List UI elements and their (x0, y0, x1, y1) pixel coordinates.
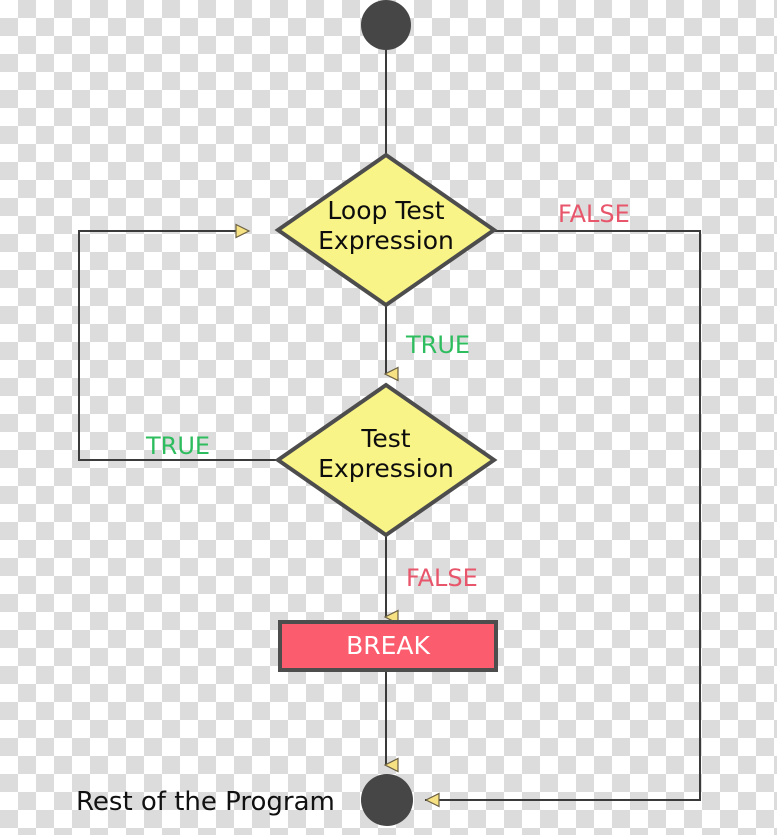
edge-label-false-test-expression: FALSE (406, 564, 478, 592)
edge-loop-test-false-to-end (424, 230, 701, 808)
edge-label-true-loop-test: TRUE (406, 331, 471, 359)
start-node (361, 0, 411, 50)
edge-label-true-test-expression: TRUE (146, 432, 211, 460)
edge-test-true-to-loop-test (78, 223, 278, 461)
edge-label-false-loop-test: FALSE (558, 200, 630, 228)
loop-test-expression-node[interactable] (274, 152, 498, 308)
test-expression-node[interactable] (274, 382, 498, 538)
break-statement-node[interactable] (278, 620, 498, 672)
end-node (361, 774, 413, 826)
